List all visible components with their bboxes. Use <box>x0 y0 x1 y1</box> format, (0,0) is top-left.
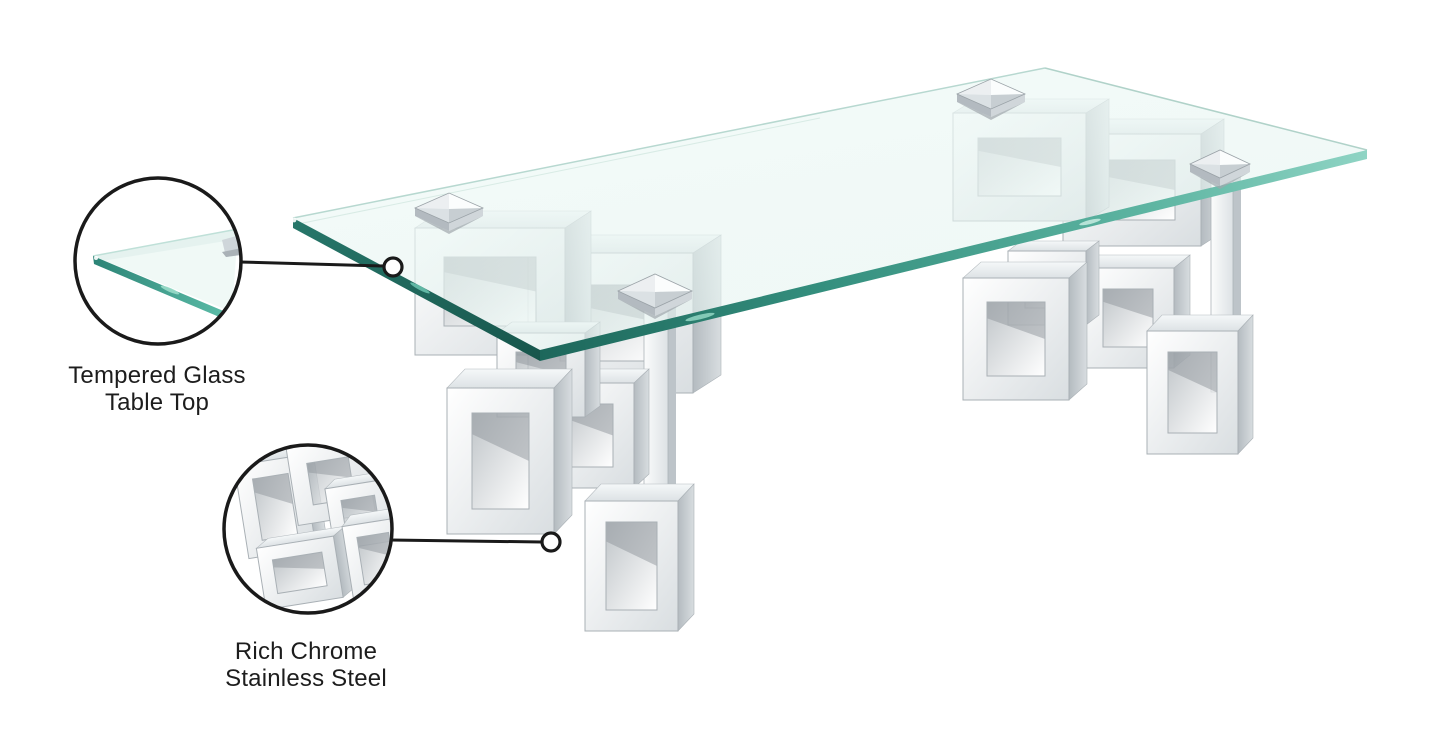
glass-left-edge <box>293 218 540 361</box>
callout-overlay <box>73 176 562 615</box>
callout-label-glass-line2: Table Top <box>104 389 210 416</box>
callout-label-glass: Tempered Glass Table Top <box>47 362 267 416</box>
marker-ring-chrome-icon <box>540 531 562 553</box>
callout-label-chrome-line2: Stainless Steel <box>225 665 387 692</box>
callout-circle-chrome <box>222 443 394 615</box>
callout-label-chrome-line1: Rich Chrome <box>234 638 378 665</box>
leader-line-chrome <box>389 538 543 544</box>
leader-line-glass <box>239 260 385 268</box>
callout-label-glass-line1: Tempered Glass <box>68 362 246 389</box>
chrome-detail-inset <box>233 446 391 611</box>
glass-top <box>291 67 1368 361</box>
mount-caps <box>414 78 1251 319</box>
callout-label-chrome: Rich Chrome Stainless Steel <box>196 638 416 692</box>
glass-front-edge <box>540 150 1367 361</box>
marker-ring-glass-icon <box>382 256 404 278</box>
glass-detail-inset <box>92 228 240 324</box>
